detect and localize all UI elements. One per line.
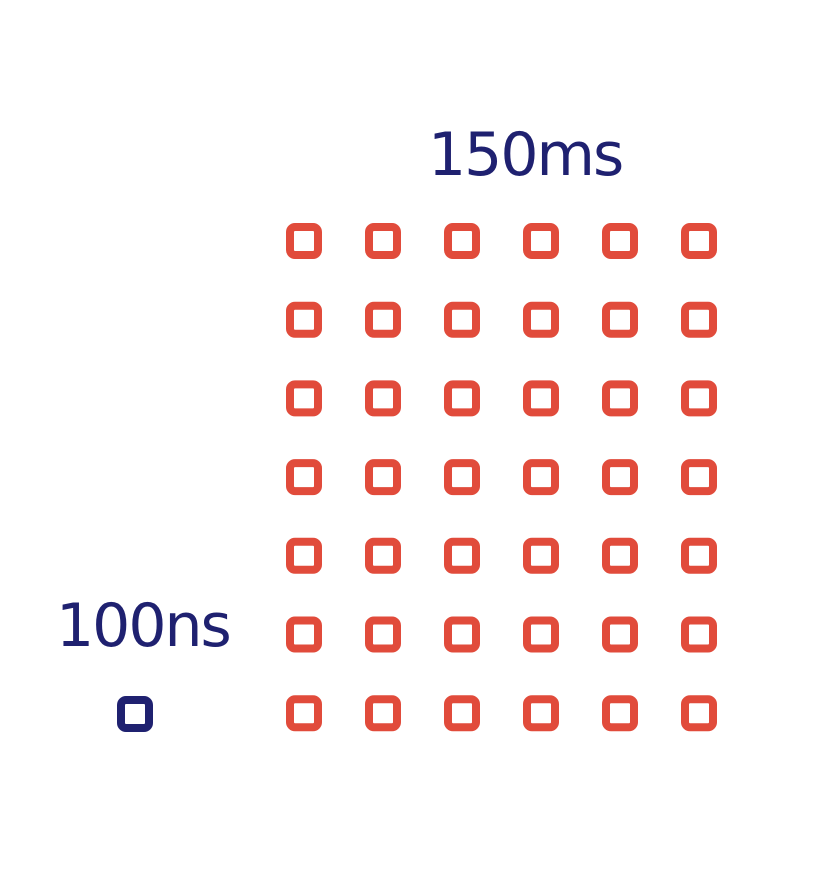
large-square <box>523 223 559 259</box>
large-square <box>602 616 638 653</box>
large-square <box>286 301 322 338</box>
large-square <box>286 616 322 653</box>
large-square <box>602 380 638 417</box>
large-square <box>602 223 638 259</box>
large-square <box>681 459 717 496</box>
small-square <box>117 696 153 732</box>
large-square <box>444 537 480 574</box>
large-duration-square-grid <box>286 223 717 732</box>
large-square <box>286 380 322 417</box>
large-square <box>365 301 401 338</box>
large-square <box>365 537 401 574</box>
large-square <box>286 695 322 732</box>
large-square <box>602 537 638 574</box>
large-square <box>444 695 480 732</box>
large-square <box>444 459 480 496</box>
large-square <box>523 695 559 732</box>
large-square <box>681 380 717 417</box>
large-duration-label: 150ms <box>428 120 624 190</box>
large-square <box>523 301 559 338</box>
large-square <box>523 380 559 417</box>
large-square <box>365 380 401 417</box>
large-square <box>523 537 559 574</box>
large-square <box>365 616 401 653</box>
large-square <box>444 301 480 338</box>
large-square <box>444 616 480 653</box>
large-square <box>365 223 401 259</box>
large-square <box>681 223 717 259</box>
large-square <box>681 695 717 732</box>
large-square <box>365 695 401 732</box>
large-square <box>602 459 638 496</box>
large-square <box>286 459 322 496</box>
large-square <box>286 537 322 574</box>
large-square <box>681 301 717 338</box>
large-square <box>523 616 559 653</box>
large-square <box>365 459 401 496</box>
large-square <box>523 459 559 496</box>
large-square <box>602 301 638 338</box>
large-square <box>444 223 480 259</box>
large-square <box>286 223 322 259</box>
large-square <box>444 380 480 417</box>
large-square <box>681 537 717 574</box>
large-square <box>602 695 638 732</box>
small-duration-label: 100ns <box>56 591 232 661</box>
large-square <box>681 616 717 653</box>
small-duration-square-group <box>117 696 153 732</box>
